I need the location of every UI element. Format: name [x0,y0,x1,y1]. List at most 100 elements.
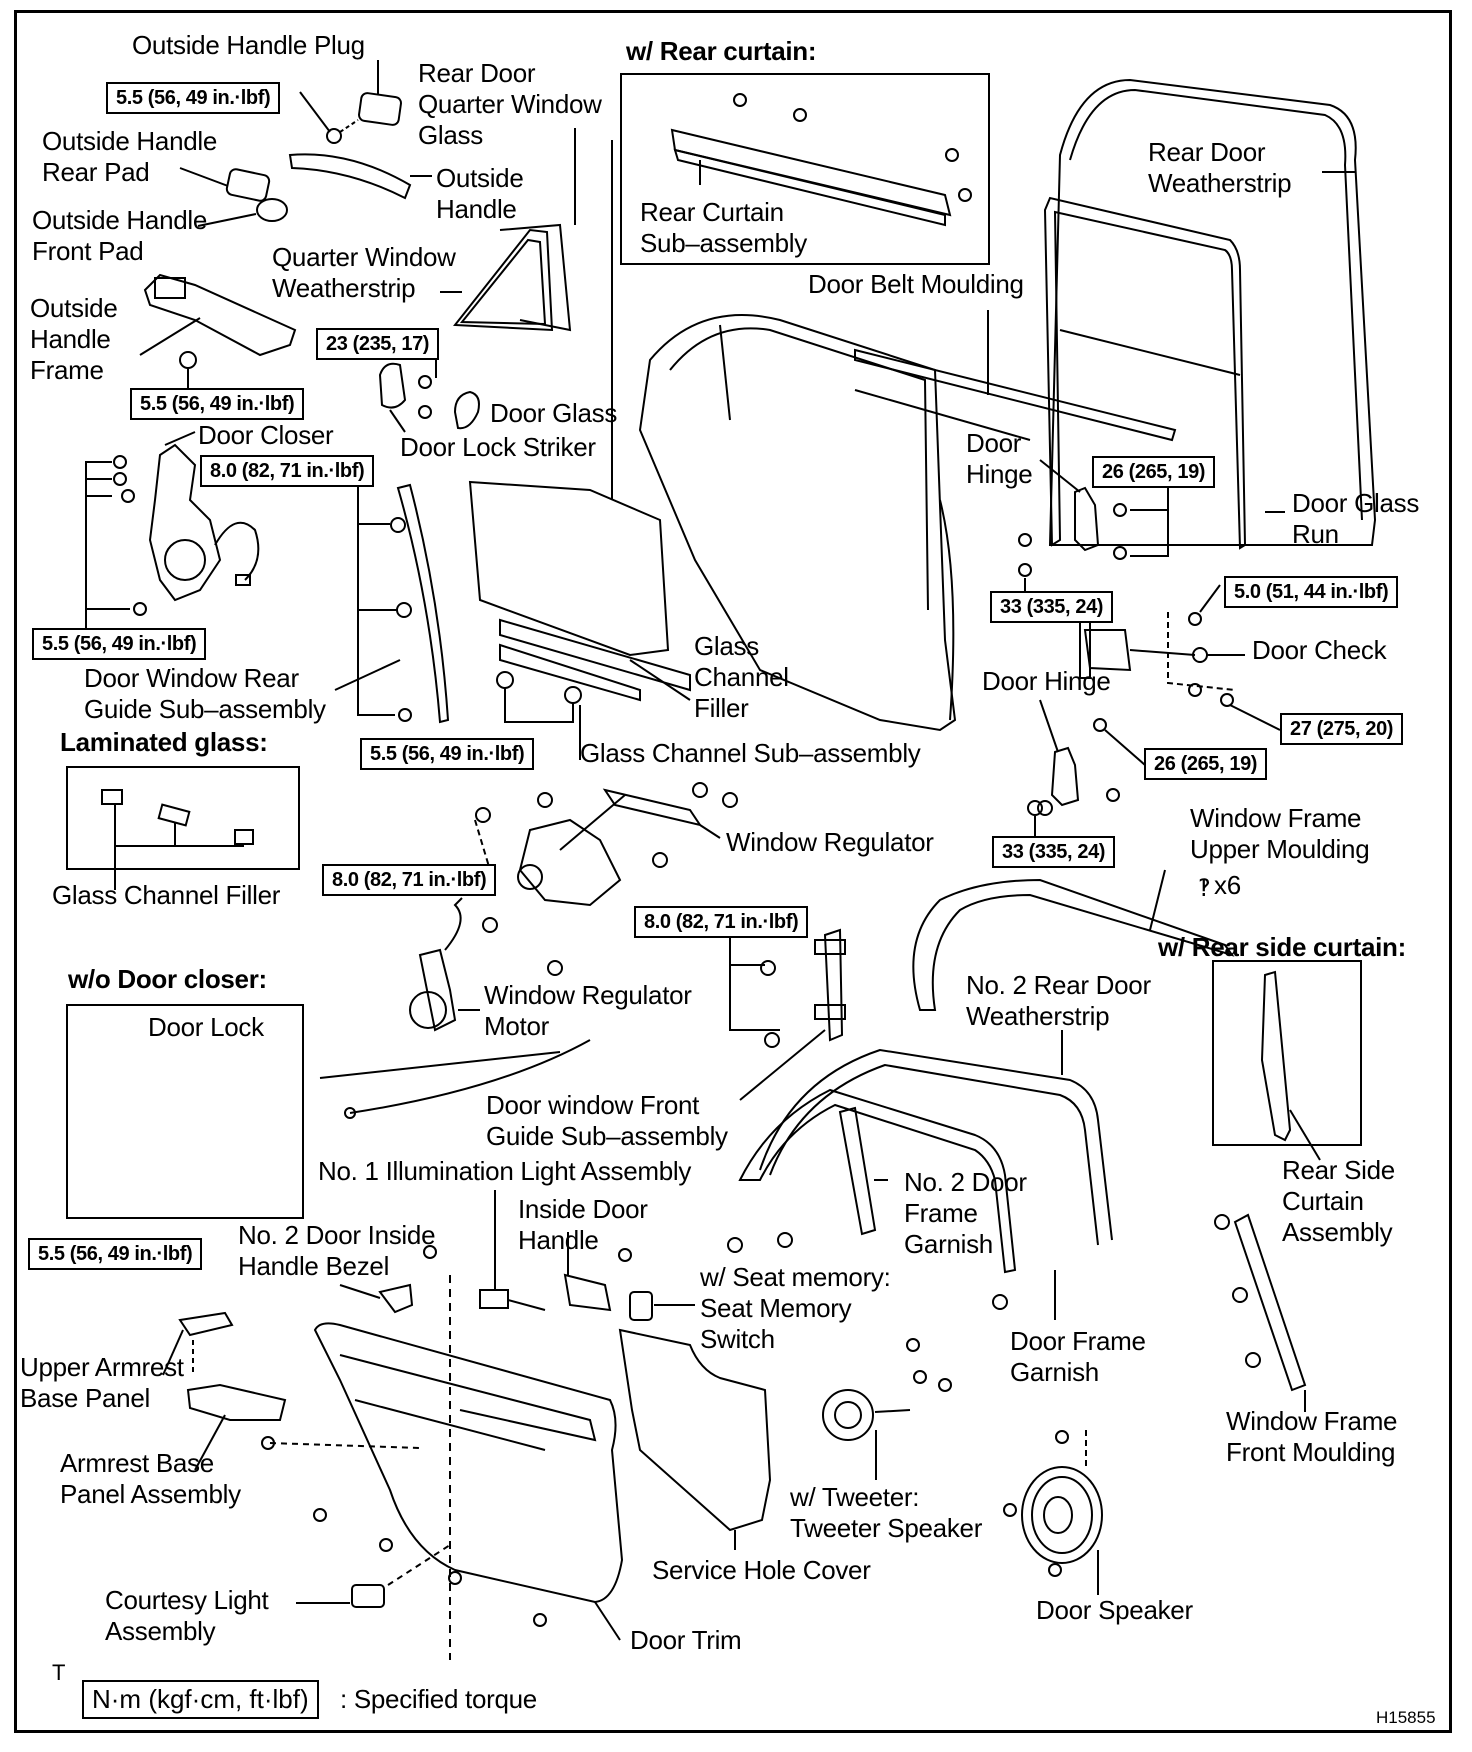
label-no2-rear-door-weatherstrip: No. 2 Rear Door Weatherstrip [966,970,1151,1031]
torque-hinge-lower-nuts: 33 (335, 24) [992,836,1116,868]
torque-handle-frame: 5.5 (56, 49 in.·lbf) [130,388,305,420]
laminated-glass-header: Laminated glass: [60,727,268,757]
label-outside-handle-rear-pad: Outside Handle Rear Pad [42,126,218,187]
label-tweeter-speaker: w/ Tweeter: Tweeter Speaker [790,1482,983,1543]
label-door-lock-striker: Door Lock Striker [400,432,596,462]
illumination-light-icon [479,1190,546,1311]
window-regulator-icon [474,788,721,907]
label-door-trim: Door Trim [630,1625,742,1655]
label-outside-handle-plug: Outside Handle Plug [132,30,365,60]
door-lock-striker-icon [378,345,437,433]
legend-description: : Specified torque [340,1684,537,1714]
door-frame-garnish-icon [738,1088,1056,1320]
torque-hinge-upper-bolts: 26 (265, 19) [1092,456,1216,488]
door-glass-small-icon [453,390,480,430]
torque-hinge-upper-nuts: 33 (335, 24) [990,591,1114,623]
label-door-hinge-upper: Door Hinge [966,428,1033,489]
outside-handle-plug-icon [358,60,402,126]
bolt-icon [326,119,359,144]
laminated-glass-inset [66,766,300,870]
rear-side-curtain-assembly-icon [1260,970,1321,1161]
outside-handle-icon [288,153,432,200]
door-check-icon [1079,584,1281,731]
outside-handle-rear-pad-icon [179,167,271,202]
label-outside-handle-front-pad: Outside Handle Front Pad [32,205,208,266]
label-clip-count: x6 [1214,870,1241,900]
torque-check-bolt: 27 (275, 20) [1280,713,1404,745]
glass-channel-filler-icon [101,789,254,890]
rear-side-curtain-header: w/ Rear side curtain: [1158,932,1407,962]
label-door-window-front-guide: Door window Front Guide Sub–assembly [486,1090,728,1151]
label-door-window-rear-guide: Door Window Rear Guide Sub–assembly [84,663,326,724]
door-hinge-lower-icon [1027,699,1146,838]
outside-handle-frame-icon [139,273,297,388]
seat-memory-switch-icon [629,1291,695,1321]
rear-curtain-label: Rear Curtain Sub–assembly [640,197,807,258]
label-outside-handle-frame: Outside Handle Frame [30,293,118,385]
torque-rear-guide: 8.0 (82, 71 in.·lbf) [200,455,375,487]
door-window-rear-guide-icon [334,482,450,724]
torque-front-guide: 8.0 (82, 71 in.·lbf) [634,906,809,938]
door-glass-run-icon [1043,196,1285,550]
label-glass-channel-sub-assembly: Glass Channel Sub–assembly [580,738,921,768]
figure-id: H15855 [1376,1708,1436,1727]
window-frame-front-moulding-icon [1214,1213,1307,1412]
window-frame-upper-moulding-icon [912,869,1235,1011]
label-courtesy-light: Courtesy Light Assembly [105,1585,269,1646]
upper-armrest-base-panel-icon [162,1311,234,1376]
label-door-belt-moulding: Door Belt Moulding [808,269,1024,299]
label-inside-door-handle: Inside Door Handle [518,1194,648,1255]
label-door-speaker: Door Speaker [1036,1595,1193,1625]
inside-door-handle-icon [563,1232,612,1312]
label-no1-illumination-light: No. 1 Illumination Light Assembly [318,1156,692,1186]
door-lock-cable-icon [319,1039,591,1119]
label-door-glass: Door Glass [490,398,618,428]
legend-unit-box: N·m (kgf·cm, ft·lbf) [82,1680,319,1719]
label-window-regulator-motor: Window Regulator Motor [484,980,692,1041]
rear-door-weatherstrip-icon [1048,78,1377,546]
no2-door-frame-garnish-icon [838,1106,888,1236]
leader-line [299,91,331,133]
diagram-frame [14,10,1452,1733]
inside-handle-bezel-icon [339,1275,451,1660]
rear-side-curtain-inset [1212,960,1362,1146]
label-upper-armrest-base-panel: Upper Armrest Base Panel [20,1352,184,1413]
label-quarter-window-weatherstrip: Quarter Window Weatherstrip [272,242,456,303]
door-lock-label: Door Lock [148,1012,264,1042]
label-door-hinge-lower: Door Hinge [982,666,1111,696]
rear-side-curtain-label: Rear Side Curtain Assembly [1282,1155,1395,1247]
armrest-base-panel-assembly-icon [186,1383,287,1471]
label-service-hole-cover: Service Hole Cover [652,1555,871,1585]
without-door-closer-inset [66,1004,304,1219]
rear-curtain-inset [620,73,990,265]
without-door-closer-header: w/o Door closer: [68,964,267,994]
door-glass-icon [468,140,670,657]
torque-door-lock: 5.5 (56, 49 in.·lbf) [28,1238,203,1270]
label-outside-handle: Outside Handle [436,163,524,224]
rear-curtain-header: w/ Rear curtain: [626,36,817,66]
label-glass-channel-filler: Glass Channel Filler [694,631,789,723]
door-trim-icon [261,1322,624,1641]
label-armrest-base-panel-assembly: Armrest Base Panel Assembly [60,1448,241,1509]
outside-handle-front-pad-icon [197,198,288,227]
label-rear-door-weatherstrip: Rear Door Weatherstrip [1148,137,1292,198]
torque-striker: 23 (235, 17) [316,328,440,360]
legend-marker: T [52,1660,66,1685]
label-seat-memory-switch: w/ Seat memory: Seat Memory Switch [700,1262,891,1354]
torque-hinge-lower-bolts: 26 (265, 19) [1144,748,1268,780]
door-belt-moulding-icon [854,310,1177,442]
label-rear-door-quarter-window-glass: Rear Door Quarter Window Glass [418,58,602,150]
label-no2-door-inside-handle-bezel: No. 2 Door Inside Handle Bezel [238,1220,436,1281]
door-closer-icon [85,431,260,630]
quarter-window-glass-icon [440,128,576,332]
torque-door-closer: 5.5 (56, 49 in.·lbf) [32,628,207,660]
clip-icon: ‽ [1198,875,1211,902]
door-speaker-icon [1003,1430,1103,1595]
glass-channel-filler-inset-label: Glass Channel Filler [52,880,281,910]
rear-curtain-sub-assembly-icon [670,128,952,227]
torque-regulator: 8.0 (82, 71 in.·lbf) [322,864,497,896]
service-hole-cover-icon [618,1328,772,1550]
label-window-frame-front-moulding: Window Frame Front Moulding [1226,1406,1398,1467]
label-door-closer: Door Closer [198,420,334,450]
